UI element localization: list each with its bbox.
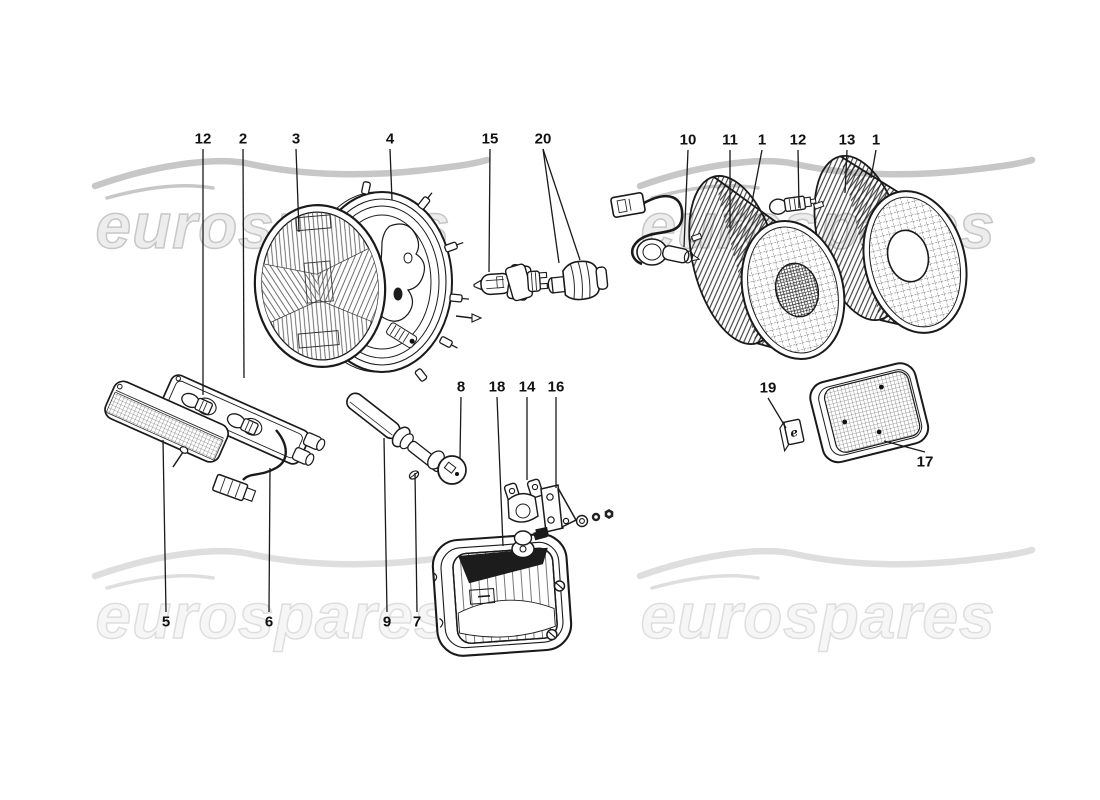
fog-lamp-part18 [431, 533, 573, 657]
part-number-2: 2 [239, 131, 247, 148]
part-number-17: 17 [917, 454, 934, 471]
part-number-8: 8 [457, 379, 465, 396]
watermark-text: eurospares [640, 580, 995, 652]
leader-line-4 [389, 148, 393, 201]
leader-line-20 [542, 148, 581, 261]
turn-signal-lens-part5 [104, 380, 230, 463]
bracket-part16 [535, 484, 578, 538]
part-number-11: 11 [722, 132, 738, 149]
small-bulb-part12 [768, 195, 817, 215]
part-number-14: 14 [519, 379, 536, 396]
part-number-5: 5 [162, 614, 170, 631]
fog-lamp-pivot [511, 529, 548, 559]
clamp-part14 [503, 478, 544, 523]
leader-line-19 [767, 397, 787, 429]
part-number-18: 18 [489, 379, 506, 396]
leader-line-18 [496, 396, 504, 547]
part-number-19: 19 [760, 380, 777, 397]
part-number-3: 3 [292, 131, 300, 148]
headlamp-lens-part3 [253, 204, 387, 368]
watermark-bottom-left: eurospares [91, 546, 491, 653]
clip-part7 [408, 470, 420, 480]
knob-part8 [427, 450, 467, 485]
tail-lamp-left-part11 [688, 175, 852, 363]
clip-part19: e [779, 418, 805, 453]
leader-line-5 [162, 439, 167, 613]
watermark-text: eurospares [95, 580, 450, 652]
leader-line-13 [844, 149, 848, 194]
leader-line-17 [883, 440, 926, 453]
leader-line-12 [797, 149, 800, 209]
part-number-1: 1 [872, 132, 880, 149]
part-number-10: 10 [680, 132, 697, 149]
clip-marking: e [789, 425, 800, 440]
part-number-20: 20 [535, 131, 552, 148]
watermark-bottom-right: eurospares [636, 546, 1036, 653]
leader-line-1 [751, 149, 763, 203]
wiring-part6 [212, 429, 287, 502]
part-number-12: 12 [195, 131, 212, 148]
part-number-4: 4 [386, 131, 395, 148]
switch-part20 [547, 260, 609, 301]
leader-line-10 [683, 149, 689, 248]
part-number-16: 16 [548, 379, 565, 396]
leader-line-15 [488, 148, 491, 273]
nut [604, 509, 614, 519]
part-number-15: 15 [482, 131, 499, 148]
part-number-6: 6 [265, 614, 273, 631]
leader-line-1 [870, 149, 877, 179]
bulb-cable-part10 [610, 192, 701, 266]
part-number-7: 7 [413, 614, 421, 631]
lock-washer [591, 512, 601, 522]
part-number-13: 13 [839, 132, 856, 149]
part-number-9: 9 [383, 614, 391, 631]
leader-line-2 [242, 148, 245, 379]
leader-line-9 [383, 437, 388, 613]
washer [575, 514, 589, 528]
part-number-12: 12 [790, 132, 807, 149]
leader-line-7 [414, 472, 418, 613]
leader-line-3 [295, 148, 300, 233]
turn-signal-housing-part2 [161, 374, 326, 466]
leader-line-20 [542, 148, 560, 264]
side-lens-part17 [809, 362, 930, 464]
part-number-1: 1 [758, 132, 766, 149]
halogen-bulb-part15 [473, 263, 549, 302]
leader-line-6 [268, 467, 271, 613]
lens-screw [172, 446, 189, 468]
leader-line-8 [459, 396, 462, 459]
turn-signal-bulb-part12a [181, 392, 214, 415]
turn-signal-bulb-part12b [226, 413, 259, 436]
